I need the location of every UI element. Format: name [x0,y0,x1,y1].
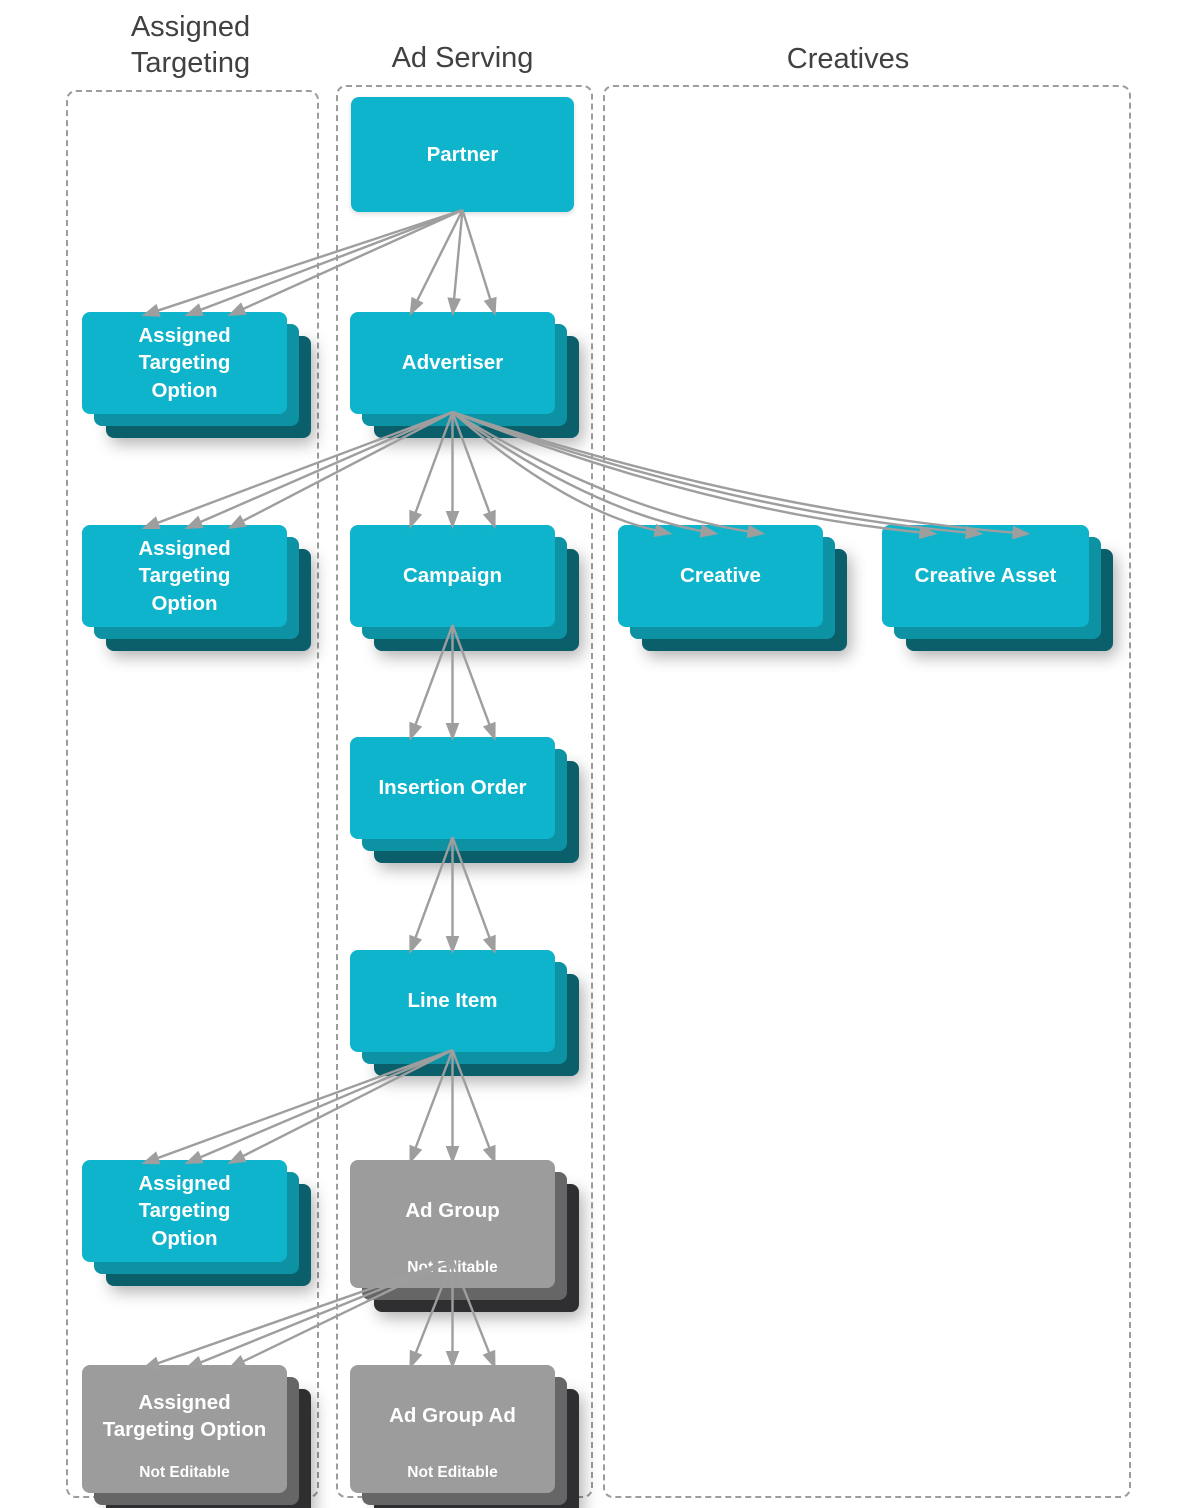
node-assigned-targeting-option-advertiser: Assigned Targeting Option [82,525,287,627]
node-ad-group-ad-sublabel: Not Editable [407,1464,498,1481]
node-ad-group-ad-label: Ad Group Ad [389,1404,516,1428]
column-title-ad-serving: Ad Serving [391,42,534,74]
node-ad-group-ad: Ad Group Ad Not Editable [350,1365,555,1493]
node-assigned-targeting-option-ne-label: Assigned Targeting Option [102,1390,267,1441]
node-insertion-order-label: Insertion Order [378,776,527,800]
node-ad-group: Ad Group Not Editable [350,1160,555,1288]
node-line-item: Line Item [350,950,555,1052]
node-advertiser: Advertiser [350,312,555,414]
node-assigned-targeting-option-partner: Assigned Targeting Option [82,312,287,414]
node-assigned-targeting-option-ne-sublabel: Not Editable [139,1464,230,1481]
node-line-item-label: Line Item [407,989,498,1013]
node-partner: Partner [351,97,574,212]
node-advertiser-label: Advertiser [401,351,504,375]
column-title-assigned-targeting: Assigned Targeting [130,11,251,79]
column-creatives [603,85,1131,1498]
node-assigned-targeting-option-label: Assigned Targeting Option [138,324,231,402]
node-ad-group-sublabel: Not Editable [407,1259,498,1276]
column-title-creatives: Creatives [786,43,910,75]
node-assigned-targeting-option-line-item: Assigned Targeting Option [82,1160,287,1262]
node-creative-label: Creative [680,564,761,588]
node-partner-label: Partner [426,142,499,166]
node-creative: Creative [618,525,823,627]
node-campaign-label: Campaign [402,564,503,588]
node-insertion-order: Insertion Order [350,737,555,839]
node-assigned-targeting-option-label: Assigned Targeting Option [138,1172,231,1250]
column-assigned-targeting [66,90,319,1498]
node-creative-asset: Creative Asset [882,525,1089,627]
node-campaign: Campaign [350,525,555,627]
node-assigned-targeting-option-not-editable: Assigned Targeting Option Not Editable [82,1365,287,1493]
node-creative-asset-label: Creative Asset [914,564,1057,588]
node-ad-group-label: Ad Group [405,1199,500,1223]
node-assigned-targeting-option-label: Assigned Targeting Option [138,537,231,615]
column-ad-serving [336,85,593,1498]
